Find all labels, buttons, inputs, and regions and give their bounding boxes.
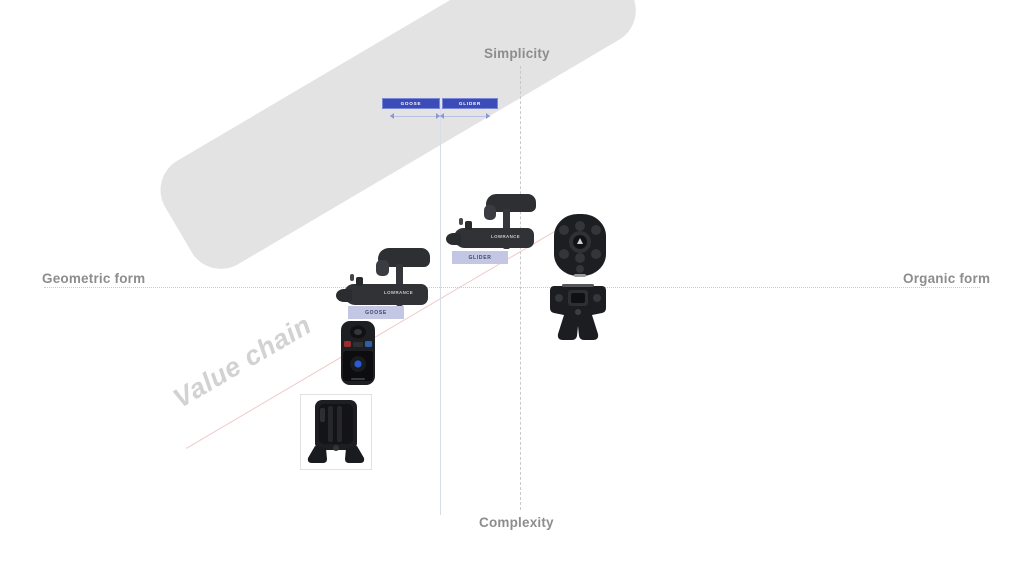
arrow-head-right-icon (486, 113, 490, 119)
plate-goose: GOOSE (348, 306, 404, 319)
motor-head (378, 248, 430, 267)
remote-red-button (344, 341, 351, 347)
pedal-left-button (555, 294, 563, 302)
product-key-fob-remote[interactable] (548, 212, 612, 280)
remote-middle-button (353, 342, 363, 347)
fob-button-upright (591, 225, 601, 235)
glider-range-arrow (440, 112, 490, 121)
axis-label-simplicity: Simplicity (484, 46, 550, 61)
value-chain-label: Value chain (168, 309, 317, 414)
remote-screen-accent (354, 360, 362, 368)
fob-lanyard-slot (574, 274, 586, 277)
product-goose-motor[interactable]: LOWRANCE (336, 248, 442, 312)
tall-pedal-side-button (320, 408, 325, 422)
plate-glider: GLIDER (452, 251, 508, 264)
goose-range-arrow (390, 112, 440, 121)
product-tall-foot-pedal[interactable] (306, 398, 366, 466)
remote-joystick-cap (354, 329, 362, 335)
product-glider-motor[interactable]: LOWRANCE (446, 194, 546, 254)
arrow-line (440, 116, 490, 117)
motor-body (344, 284, 428, 305)
axis-label-geometric-form: Geometric form (42, 271, 146, 286)
fob-button-down (575, 253, 585, 263)
motor-pin (350, 274, 354, 281)
badge-glider[interactable]: GLIDER (442, 98, 498, 109)
badge-goose[interactable]: GOOSE (382, 98, 440, 109)
motor-body (454, 228, 534, 248)
arrow-head-left-icon (390, 113, 394, 119)
arrow-line (390, 116, 440, 117)
fob-button-upleft (559, 225, 569, 235)
motor-nose (336, 289, 352, 302)
pedal-right-button (593, 294, 601, 302)
motor-tilt-lever (376, 260, 389, 276)
tall-pedal-tread (319, 404, 353, 444)
anchor-icon (577, 238, 583, 244)
motor-brand-goose: LOWRANCE (384, 290, 414, 295)
fob-button-downleft (559, 249, 569, 259)
tall-pedal-rib-right (337, 406, 342, 442)
pedal-brand-strip (562, 284, 594, 287)
arrow-head-left-icon (440, 113, 444, 119)
horizontal-axis (44, 287, 980, 288)
fob-button-bottom (576, 265, 584, 273)
tall-pedal-foot-left (307, 446, 327, 463)
tall-pedal-rib-left (328, 406, 333, 442)
remote-bottom-strip (351, 378, 365, 380)
motor-tilt-lever (484, 205, 496, 220)
product-wide-foot-pedal[interactable] (546, 282, 610, 344)
tall-pedal-pivot (333, 445, 339, 451)
vertical-axis (520, 66, 521, 510)
motor-nose (446, 233, 461, 245)
tall-pedal-foot-right (345, 446, 365, 463)
axis-label-organic-form: Organic form (903, 271, 991, 286)
arrow-head-right-icon (436, 113, 440, 119)
fob-button-downright (591, 249, 601, 259)
vertical-reference-line (440, 104, 441, 515)
motor-head (486, 194, 536, 212)
fob-button-up (575, 221, 585, 231)
product-handheld-remote[interactable] (338, 320, 378, 386)
motor-brand-glider: LOWRANCE (491, 234, 521, 239)
motor-pin (459, 218, 463, 225)
pedal-center-inset (571, 293, 585, 303)
axis-label-complexity: Complexity (479, 515, 554, 530)
pedal-indicator (575, 309, 581, 315)
remote-blue-button (365, 341, 372, 347)
motor-mount-tab (465, 221, 472, 230)
motor-mount-tab (356, 277, 363, 286)
